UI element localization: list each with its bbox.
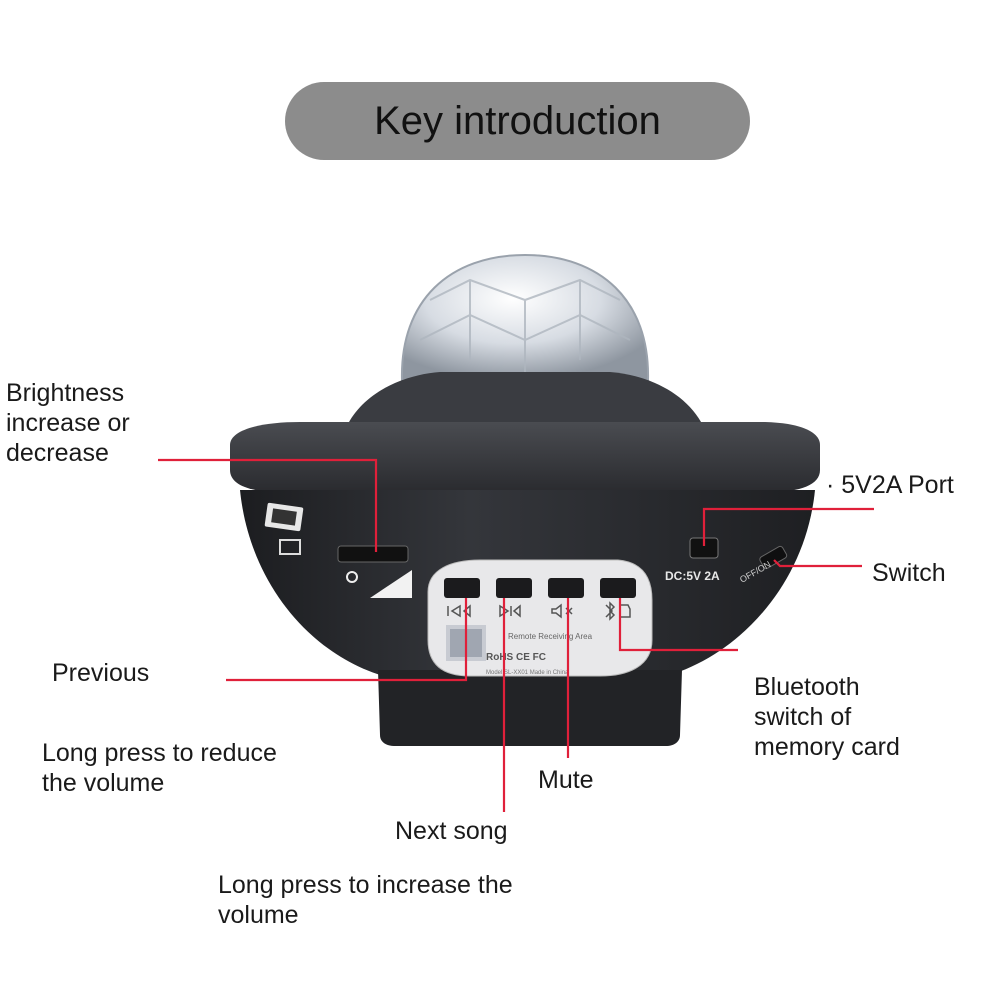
device-upper-cap	[345, 372, 705, 430]
increase-volume-label: Long press to increase the volume	[218, 871, 513, 929]
next-song-button[interactable]	[496, 578, 532, 598]
previous-button[interactable]	[444, 578, 480, 598]
crystal-dome	[400, 253, 650, 381]
panel-label: Remote Receiving Area	[508, 632, 593, 641]
device-rim	[230, 422, 820, 492]
reduce-volume-label: Long press to reduce the volume	[42, 739, 277, 797]
leader-switch	[773, 559, 862, 568]
mute-label: Mute	[538, 766, 594, 794]
device-base	[378, 670, 682, 746]
mute-button[interactable]	[548, 578, 584, 598]
previous-label: Previous	[52, 659, 150, 687]
bluetooth-label: Bluetooth switch of memory card	[754, 673, 900, 761]
next-song-label: Next song	[395, 817, 508, 845]
leader-previous	[226, 598, 468, 682]
memory-card-slot	[264, 502, 304, 555]
brightness-label: Brightness increase or decrease	[6, 379, 130, 467]
model-label: Model:SL-XX01 Made in China	[486, 670, 569, 676]
leader-port	[702, 507, 874, 546]
page-title: Key introduction	[374, 98, 661, 143]
switch-callout: Switch	[872, 559, 946, 587]
cert-label: RoHS CE FC	[486, 652, 546, 663]
leader-bluetooth	[618, 598, 738, 652]
port-callout: · 5V2A Port	[826, 471, 954, 499]
leader-brightness	[158, 458, 378, 552]
leader-lines	[158, 458, 874, 812]
port-label: DC:5V 2A	[665, 569, 720, 583]
bluetooth-button[interactable]	[600, 578, 636, 598]
brightness-wheel[interactable]	[337, 545, 412, 598]
title-pill: Key introduction	[285, 82, 750, 160]
